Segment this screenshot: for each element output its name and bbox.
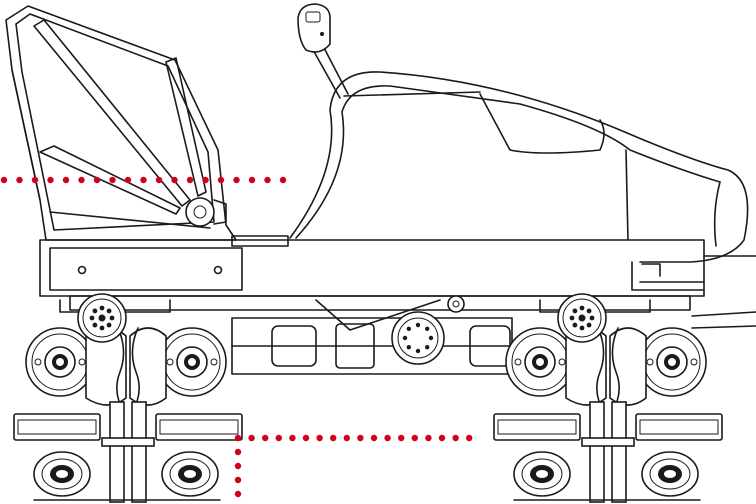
guide-dot	[275, 434, 282, 442]
guide-dot	[425, 434, 432, 442]
bogie-right	[609, 327, 647, 406]
guide-dot	[384, 434, 391, 442]
skid-plate-left	[493, 413, 581, 441]
skid-plate-right	[635, 413, 723, 441]
guide-dot	[234, 490, 242, 498]
guide-dot	[47, 176, 54, 184]
guide-dot	[31, 176, 39, 184]
main-platform	[39, 235, 756, 297]
strut-right	[131, 401, 147, 503]
guide-dot	[302, 434, 310, 442]
guide-dot	[78, 176, 85, 184]
lower-guide-dots	[234, 434, 473, 498]
guide-lines	[0, 176, 473, 498]
guide-dot	[93, 176, 101, 184]
skid-plate-left	[13, 413, 101, 441]
guide-dot	[357, 434, 364, 442]
guide-dot	[370, 434, 378, 442]
track-unit-1	[13, 293, 243, 503]
guide-dot	[289, 434, 296, 442]
seat-pivot-knob	[185, 197, 215, 227]
guide-dot	[330, 434, 337, 442]
guide-dot	[62, 176, 70, 184]
guide-dot	[438, 434, 446, 442]
guide-dot	[279, 176, 287, 184]
guide-dot	[248, 434, 255, 442]
guide-dot	[234, 476, 242, 484]
guide-dot	[343, 434, 350, 442]
guide-dot	[466, 434, 473, 442]
guide-dot	[411, 434, 418, 442]
guide-dot	[452, 434, 459, 442]
guide-dot	[316, 434, 323, 442]
strut-right	[611, 401, 627, 503]
guide-dot	[234, 434, 242, 442]
guide-dot	[234, 462, 242, 470]
track-assemblies	[13, 293, 723, 503]
guide-dot	[16, 176, 23, 184]
guide-dot	[124, 176, 132, 184]
skid-plate-right	[155, 413, 243, 441]
guide-dot	[217, 176, 225, 184]
central-hub	[391, 311, 445, 365]
guide-dot	[264, 176, 271, 184]
upper-guide-dots	[0, 176, 287, 184]
guide-dot	[140, 176, 147, 184]
seat-shell	[289, 71, 749, 263]
seat-back	[5, 5, 237, 241]
guide-dot	[155, 176, 163, 184]
track-unit-2	[493, 293, 723, 503]
guide-dot	[186, 176, 194, 184]
guide-dot	[262, 434, 269, 442]
guide-dot	[233, 176, 240, 184]
bogie-right	[129, 327, 167, 406]
guide-dot	[171, 176, 178, 184]
guide-dot	[202, 176, 209, 184]
guide-dot	[248, 176, 256, 184]
strut-left	[589, 401, 605, 503]
strut-left	[109, 401, 125, 503]
guide-dot	[0, 176, 8, 184]
guide-dot	[398, 434, 405, 442]
guide-dot	[234, 448, 242, 456]
guide-dot	[109, 176, 116, 184]
